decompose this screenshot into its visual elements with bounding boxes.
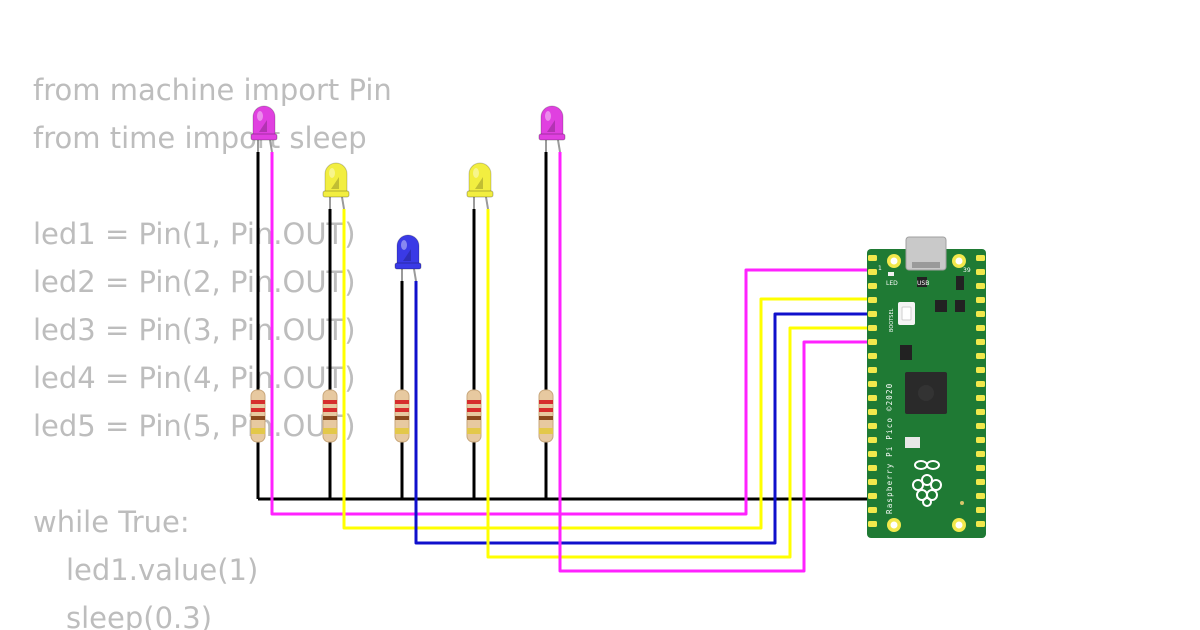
pin-pad[interactable] [868,311,877,317]
flash-chip [935,300,947,312]
mounting-hole-center [890,521,898,529]
pin-pad[interactable] [976,409,985,415]
pin-pad[interactable] [976,493,985,499]
code-line: led1.value(1) [66,553,259,587]
mounting-hole-center [955,257,963,265]
pin-pad[interactable] [868,437,877,443]
pin-pad[interactable] [976,465,985,471]
debug-pad [905,437,920,448]
mounting-hole-center [955,521,963,529]
led-blue[interactable] [394,234,422,282]
pin-pad[interactable] [868,269,877,275]
pin-pad[interactable] [976,395,985,401]
signal-wire-led4[interactable] [486,209,878,559]
pin-pad[interactable] [976,423,985,429]
pin-pad[interactable] [868,521,877,527]
wires-layer [256,152,878,573]
code-line: while True: [33,505,190,539]
pin-pad[interactable] [868,423,877,429]
board-name-label: Raspberry Pi Pico ©2020 [885,383,894,514]
resistor[interactable] [466,389,482,443]
pin-pad[interactable] [976,255,985,261]
pin-header-rows [868,255,985,527]
led-purple[interactable] [250,105,278,153]
test-point [960,501,964,505]
resistor[interactable] [394,389,410,443]
pin-pad[interactable] [868,451,877,457]
signal-wire-led1[interactable] [270,152,878,516]
code-line: led4 = Pin(4, Pin.OUT) [33,361,356,395]
usb-label: USB [917,280,929,287]
bootsel-label: BOOTSEL [889,308,895,332]
led-label: LED [886,280,898,287]
pin-pad[interactable] [976,367,985,373]
code-line: sleep(0.3) [66,601,213,630]
pin-pad[interactable] [868,367,877,373]
resistor[interactable] [250,389,266,443]
pin-pad[interactable] [976,311,985,317]
code-line: led2 = Pin(2, Pin.OUT) [33,265,356,299]
pin-pad[interactable] [976,339,985,345]
regulator-chip [900,345,912,360]
pin-pad[interactable] [976,451,985,457]
pin-pad[interactable] [868,465,877,471]
pin-pad[interactable] [976,437,985,443]
onboard-led [888,272,894,276]
raspberry-logo-icon [912,460,942,507]
signal-wire-led2[interactable] [342,209,878,530]
leds-layer [250,105,566,282]
resistor[interactable] [538,389,554,443]
signal-wire-led3[interactable] [414,281,878,545]
pin-pad[interactable] [976,353,985,359]
resistors-layer [250,389,554,443]
pin-pad[interactable] [868,325,877,331]
pico-board[interactable]: LED USB 1 39 BOOTSEL Raspberry Pi Pico ©… [867,236,986,538]
pin-pad[interactable] [868,395,877,401]
smd-chip [917,277,927,287]
usb-port[interactable] [905,236,947,271]
pin-pad[interactable] [976,297,985,303]
pin-pad[interactable] [868,297,877,303]
pin-39-label: 39 [963,267,971,274]
pin-pad[interactable] [868,255,877,261]
smd-chip [955,300,965,312]
led-purple[interactable] [538,105,566,153]
pin-pad[interactable] [868,493,877,499]
pin-pad[interactable] [868,479,877,485]
pin-pad[interactable] [976,269,985,275]
led-yellow[interactable] [322,162,350,210]
led-yellow[interactable] [466,162,494,210]
code-line: from time import sleep [33,121,367,155]
pin-pad[interactable] [868,409,877,415]
pin-pad[interactable] [868,283,877,289]
pin-pad[interactable] [868,507,877,513]
pin-pad[interactable] [868,381,877,387]
usb-port-slot [912,262,940,268]
smd-chip [956,276,964,290]
pin-pad[interactable] [976,283,985,289]
resistor[interactable] [322,389,338,443]
signal-wire-led5[interactable] [558,152,878,573]
pin-1-label: 1 [878,265,882,272]
pin-pad[interactable] [868,353,877,359]
mounting-hole-center [890,257,898,265]
code-line: led1 = Pin(1, Pin.OUT) [33,217,356,251]
pin-pad[interactable] [976,507,985,513]
pin-pad[interactable] [976,521,985,527]
pin-pad[interactable] [976,479,985,485]
pin-pad[interactable] [976,325,985,331]
code-line: from machine import Pin [33,73,392,107]
pin-pad[interactable] [976,381,985,387]
code-line: led3 = Pin(3, Pin.OUT) [33,313,356,347]
pin-pad[interactable] [868,339,877,345]
